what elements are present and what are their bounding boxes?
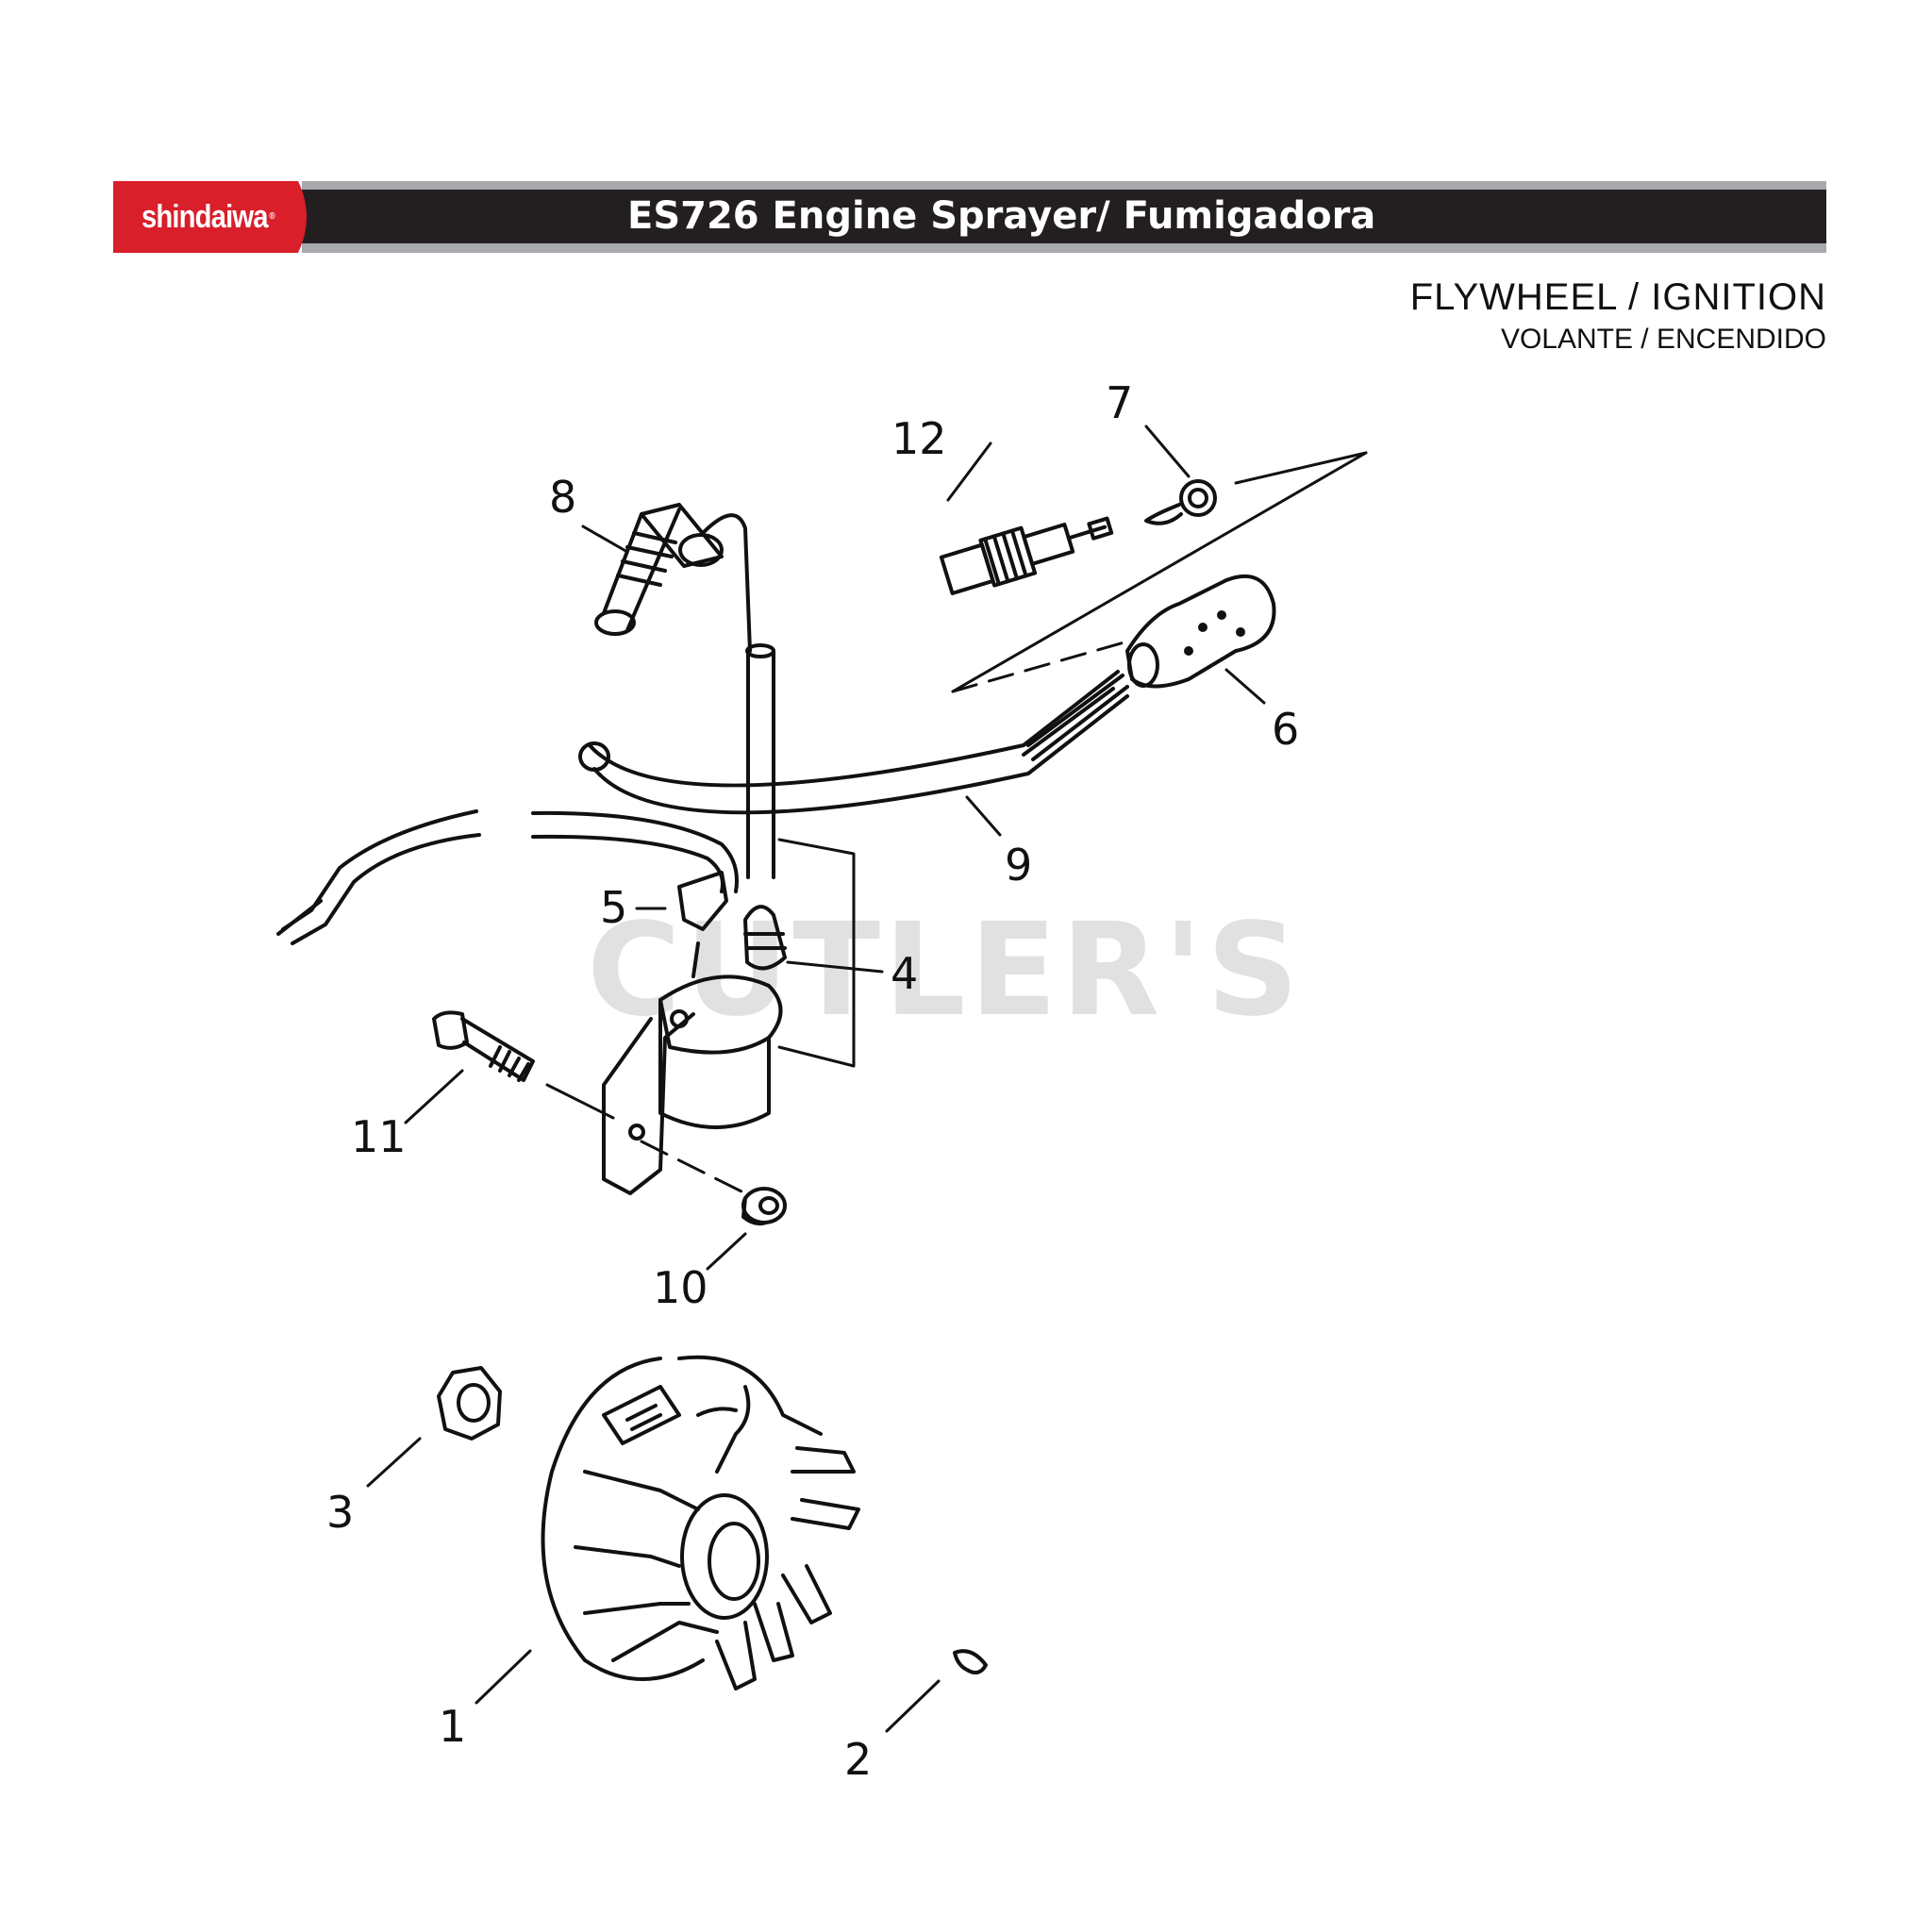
callout-9: 9 [1005, 840, 1033, 891]
header-bar: shindaiwa® ES726 Engine Sprayer/ Fumigad… [113, 181, 1826, 253]
callout-1: 1 [439, 1701, 467, 1752]
flywheel-key [953, 1649, 988, 1675]
cap-spring [1144, 479, 1217, 525]
plug-boot-spring [743, 905, 787, 971]
vertical-tube [745, 643, 775, 879]
brand-logo: shindaiwa® [142, 199, 275, 235]
callout-8: 8 [549, 472, 577, 523]
page-title: ES726 Engine Sprayer/ Fumigadora [627, 194, 1376, 238]
callout-12: 12 [891, 413, 947, 464]
watermark: CUTLER'S [587, 896, 1303, 1045]
spark-plug [939, 516, 1114, 595]
section-title: FLYWHEEL / IGNITION VOLANTE / ENCENDIDO [1410, 274, 1826, 358]
spark-plug-cap [1125, 575, 1276, 689]
callout-6: 6 [1272, 704, 1300, 755]
callout-5: 5 [600, 882, 628, 933]
terminal-connector [677, 871, 728, 931]
coil-mounting-bolt [432, 1010, 535, 1082]
flywheel [541, 1355, 860, 1690]
insulation-tube [594, 503, 752, 653]
section-title-english: FLYWHEEL / IGNITION [1409, 276, 1826, 318]
callout-2: 2 [844, 1734, 873, 1785]
coil-spacer-collar [741, 1187, 787, 1226]
brand-tab [113, 181, 307, 253]
ignition-coil-wire [578, 670, 1129, 815]
section-title-spanish: VOLANTE / ENCENDIDO [1500, 324, 1826, 355]
flywheel-nut [437, 1366, 502, 1441]
callout-4: 4 [891, 948, 919, 999]
callout-10: 10 [653, 1262, 708, 1313]
header-bar-background [113, 181, 1826, 253]
callout-11: 11 [351, 1111, 407, 1162]
leader-lines [366, 425, 1368, 1733]
ignition-coil [602, 941, 783, 1195]
ground-wire [276, 809, 739, 945]
callout-7: 7 [1106, 377, 1134, 428]
callout-3: 3 [326, 1487, 355, 1538]
